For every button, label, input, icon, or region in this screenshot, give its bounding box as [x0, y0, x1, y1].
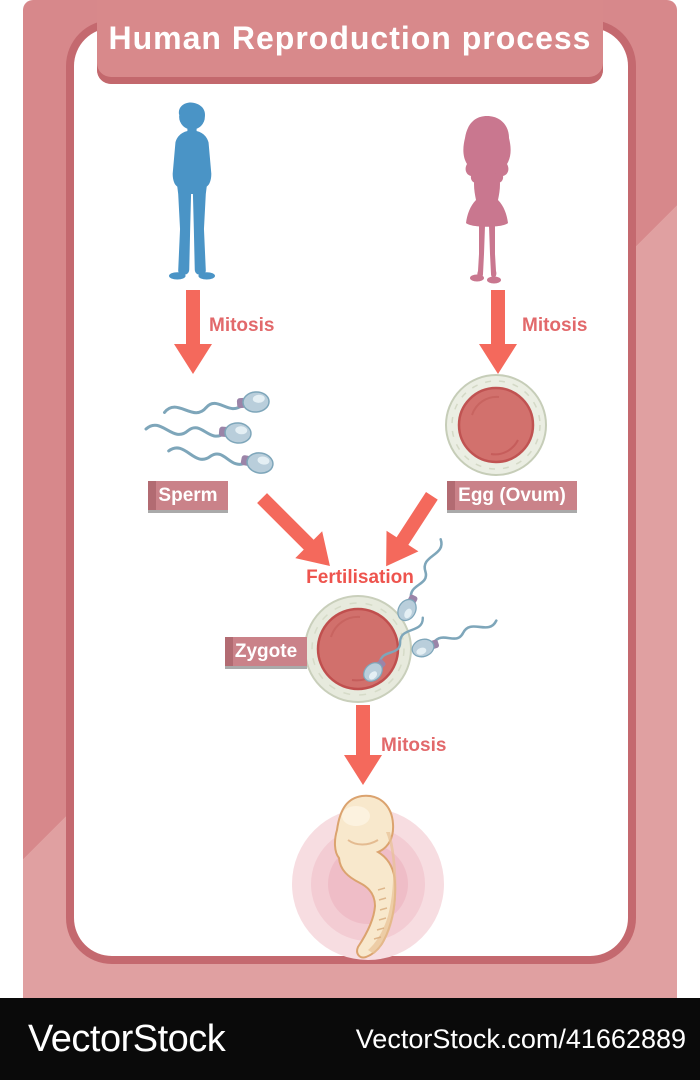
sperm-tag: Sperm	[148, 481, 228, 510]
fertilisation-label: Fertilisation	[306, 567, 414, 588]
watermark-brand-logo: VectorStock	[28, 1017, 226, 1060]
diagonal-arrow-icon	[386, 491, 438, 567]
egg-tag: Egg (Ovum)	[447, 481, 577, 510]
egg-ovum-icon	[445, 374, 547, 476]
mitosis-label-male: Mitosis	[209, 315, 275, 336]
down-arrow-icon	[174, 290, 212, 374]
zygote-icon	[304, 535, 502, 703]
man-silhouette-icon	[169, 102, 215, 280]
sperm-tag-label: Sperm	[158, 484, 218, 506]
mitosis-label-zygote: Mitosis	[381, 735, 447, 756]
watermark-image-ref: VectorStock.com/41662889	[355, 1023, 686, 1054]
page-title: Human Reproduction process	[108, 19, 592, 56]
mitosis-label-female: Mitosis	[522, 315, 588, 336]
woman-silhouette-icon	[463, 116, 511, 284]
zygote-tag-label: Zygote	[234, 640, 298, 662]
zygote-tag: Zygote	[225, 637, 307, 666]
embryo-icon	[292, 794, 444, 960]
title-banner: Human Reproduction process	[97, 0, 603, 84]
down-arrow-icon	[479, 290, 517, 374]
diagonal-arrow-icon	[257, 493, 330, 566]
watermark-bar: VectorStock VectorStock.com/41662889	[0, 998, 700, 1080]
egg-tag-label: Egg (Ovum)	[458, 484, 566, 506]
down-arrow-icon	[344, 705, 382, 785]
